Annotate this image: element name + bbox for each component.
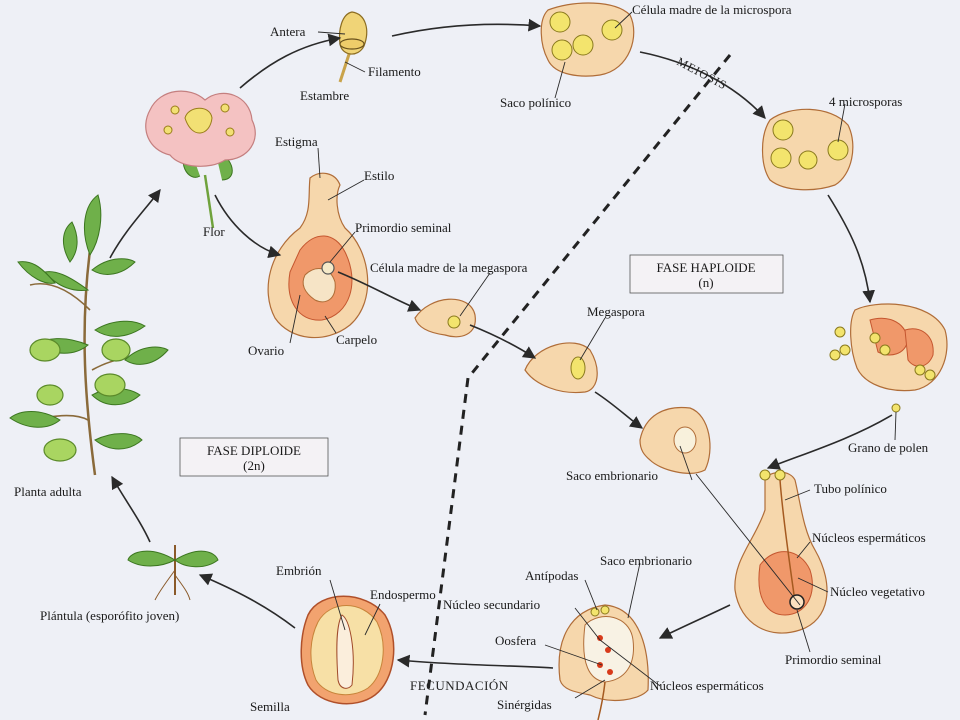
label-carpelo: Carpelo [336, 332, 377, 347]
seed-illustration [300, 595, 395, 705]
label-primordio-seminal: Primordio seminal [355, 220, 452, 235]
fertilization-ovule-illustration [558, 604, 649, 720]
label-embrion: Embrión [276, 563, 322, 578]
haploid-phase-title: FASE HAPLOIDE [656, 260, 755, 275]
megaspore-mother-cell-ovule [414, 298, 476, 338]
label-estigma: Estigma [275, 134, 318, 149]
label-nucleo-secundario: Núcleo secundario [443, 597, 540, 612]
label-megaspora: Megaspora [587, 304, 645, 319]
stamen-illustration [338, 11, 368, 83]
label-nucleos-espermaticos-2: Núcleos espermáticos [650, 678, 764, 693]
diploid-phase-box: FASE DIPLOIDE (2n) [179, 437, 329, 477]
label-celula-madre-microspora: Célula madre de la microspora [632, 2, 792, 17]
haploid-diploid-boundary [423, 54, 732, 716]
label-grano-de-polen: Grano de polen [848, 440, 929, 455]
diploid-phase-title: FASE DIPLOIDE [207, 443, 301, 458]
cycle-arrows [109, 18, 893, 669]
label-ovario: Ovario [248, 343, 284, 358]
label-plantula: Plántula (esporófito joven) [40, 608, 179, 623]
pistil-illustration [267, 172, 369, 339]
label-flor: Flor [203, 224, 225, 239]
haploid-phase-box: FASE HAPLOIDE (n) [629, 254, 784, 294]
seedling-illustration [127, 545, 219, 601]
microspores-illustration [761, 108, 854, 191]
label-antipodas: Antípodas [525, 568, 578, 583]
pollen-sac-illustration [540, 2, 635, 77]
flower-illustration [145, 90, 256, 229]
label-planta-adulta: Planta adulta [14, 484, 82, 499]
label-nucleo-vegetativo: Núcleo vegetativo [830, 584, 925, 599]
diploid-phase-subtitle: (2n) [243, 458, 265, 473]
label-meiosis: MEIOSIS [675, 54, 730, 92]
label-estambre: Estambre [300, 88, 349, 103]
label-tubo-polinico: Tubo polínico [814, 481, 887, 496]
label-celula-madre-megaspora: Célula madre de la megaspora [370, 260, 528, 275]
embryo-sac-ovule [639, 406, 711, 474]
megaspore-ovule [524, 342, 598, 394]
adult-plant-illustration [9, 194, 169, 476]
label-leader-lines [289, 11, 897, 699]
label-estilo: Estilo [364, 168, 394, 183]
fertilizing-pistil-illustration [734, 469, 828, 634]
labels: Antera Filamento Estambre Célula madre d… [14, 2, 929, 714]
label-saco-polinico: Saco polínico [500, 95, 571, 110]
label-oosfera: Oosfera [495, 633, 536, 648]
label-saco-embrionario-1: Saco embrionario [566, 468, 658, 483]
label-semilla: Semilla [250, 699, 290, 714]
label-nucleos-espermaticos-1: Núcleos espermáticos [812, 530, 926, 545]
opened-anther-illustration [829, 303, 948, 413]
label-sinergidas: Sinérgidas [497, 697, 552, 712]
label-antera: Antera [270, 24, 306, 39]
label-endospermo: Endospermo [370, 587, 436, 602]
label-fecundacion: FECUNDACIÓN [410, 678, 509, 693]
label-primordio-seminal-2: Primordio seminal [785, 652, 882, 667]
label-saco-embrionario-2: Saco embrionario [600, 553, 692, 568]
label-4-microsporas: 4 microsporas [829, 94, 902, 109]
label-filamento: Filamento [368, 64, 421, 79]
haploid-phase-subtitle: (n) [698, 275, 713, 290]
